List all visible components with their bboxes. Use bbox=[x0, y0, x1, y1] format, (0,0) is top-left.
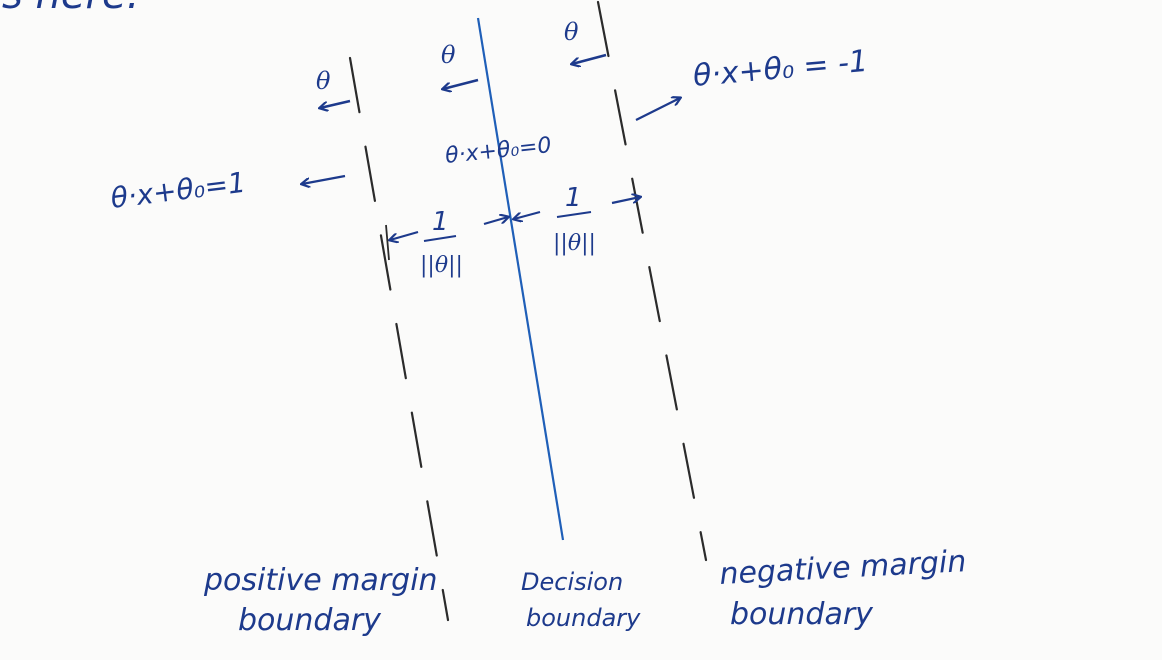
right-width-fraction-bar bbox=[556, 211, 592, 218]
right-width-denominator: ||θ|| bbox=[553, 231, 596, 256]
positive-margin-line bbox=[348, 56, 450, 622]
left-width-arrow-in bbox=[483, 217, 508, 226]
theta-vector-left: θ bbox=[316, 67, 351, 108]
positive-margin-equation: θ·x+θ₀=1 bbox=[109, 166, 248, 215]
negative-margin-equation: θ·x+θ₀ = -1 bbox=[692, 44, 870, 94]
left-margin-width: 1 ||θ|| bbox=[385, 207, 508, 278]
theta-vector-middle: θ bbox=[441, 41, 479, 89]
neg-eq-pointer-arrow bbox=[635, 98, 680, 121]
negative-margin-line bbox=[596, 0, 708, 562]
theta-vector-right: θ bbox=[564, 18, 607, 64]
theta-arrow bbox=[443, 78, 479, 89]
decision-caption: Decision bbox=[521, 568, 623, 596]
left-width-numerator: 1 bbox=[432, 207, 449, 237]
negative-margin-caption: negative margin bbox=[719, 544, 968, 592]
right-width-numerator: 1 bbox=[565, 183, 582, 213]
decision-caption-2: boundary bbox=[526, 604, 641, 632]
left-width-denominator: ||θ|| bbox=[420, 253, 463, 278]
right-width-arrow-in bbox=[514, 210, 541, 219]
theta-arrow bbox=[320, 99, 351, 108]
decision-boundary-line bbox=[476, 17, 565, 541]
negative-margin-caption-2: boundary bbox=[730, 597, 874, 632]
right-margin-width: 1 ||θ|| bbox=[514, 183, 640, 256]
right-width-arrow-out bbox=[611, 197, 640, 205]
positive-margin-caption-2: boundary bbox=[238, 603, 382, 638]
theta-symbol: θ bbox=[564, 18, 579, 46]
left-width-tick bbox=[385, 224, 390, 261]
theta-symbol: θ bbox=[316, 67, 331, 95]
left-width-arrow-out bbox=[390, 230, 419, 240]
theta-symbol: θ bbox=[441, 41, 456, 69]
theta-arrow bbox=[572, 53, 607, 64]
left-width-fraction-bar bbox=[423, 235, 457, 242]
top-text-fragment: s here. bbox=[2, 0, 139, 18]
positive-margin-caption: positive margin bbox=[203, 563, 438, 598]
decision-equation: θ·x+θ₀=0 bbox=[444, 133, 553, 169]
pos-eq-pointer-arrow bbox=[302, 174, 346, 184]
